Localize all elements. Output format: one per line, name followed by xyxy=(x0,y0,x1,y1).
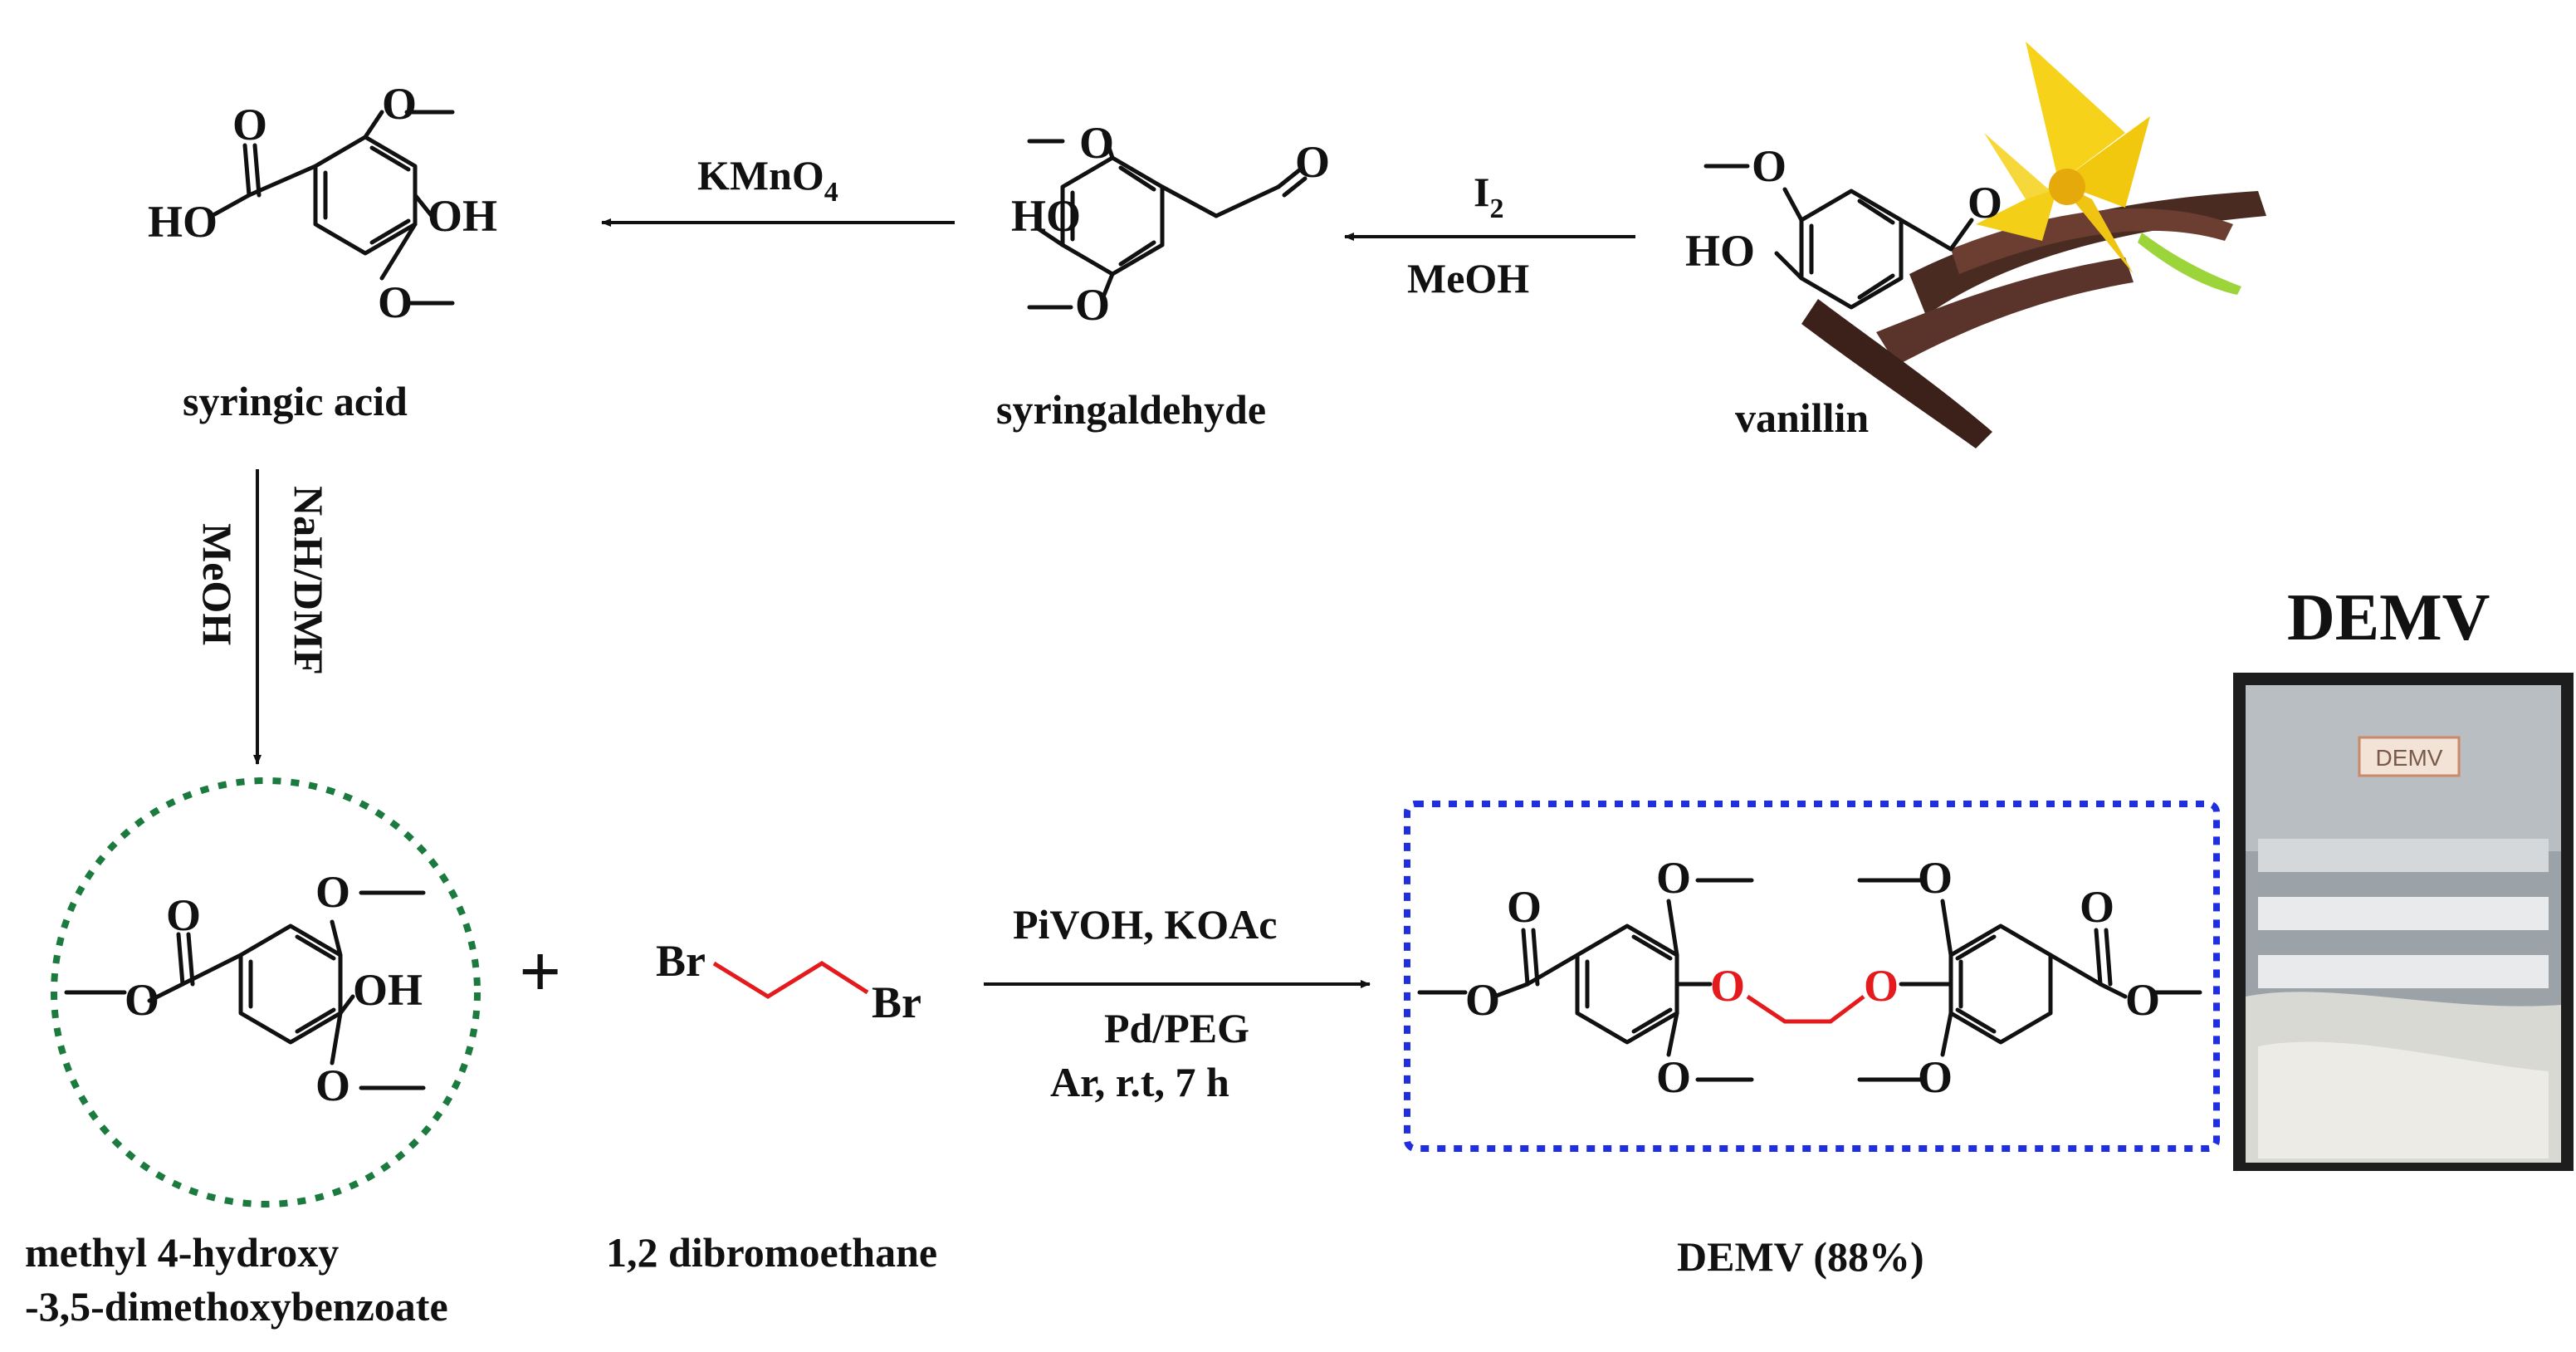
vanilla-photo xyxy=(1801,42,2266,448)
reagent-conditions: Ar, r.t, 7 h xyxy=(1050,1059,1229,1105)
reagent-meoh-vertical: MeOH xyxy=(194,523,241,645)
atom-ho: HO xyxy=(1011,191,1081,241)
atom-br: Br xyxy=(656,936,706,986)
label-syringic-acid: syringic acid xyxy=(183,378,408,424)
atom-o: O xyxy=(1295,137,1330,187)
atom-o: O xyxy=(1918,853,1953,903)
label-demv-product: DEMV (88%) xyxy=(1677,1233,1924,1280)
highlight-circle xyxy=(51,777,481,1207)
atom-o-red: O xyxy=(1710,961,1745,1011)
demv-structure: O O O O O O O O O O xyxy=(1417,853,2202,1102)
atom-o: O xyxy=(1918,1052,1953,1102)
atom-o: O xyxy=(1656,853,1691,903)
label-vanillin: vanillin xyxy=(1735,394,1869,441)
reagent-i2: I2 xyxy=(1474,169,1503,224)
reagent-pd-peg: Pd/PEG xyxy=(1104,1005,1249,1051)
syringaldehyde-structure: O O HO O xyxy=(1011,118,1330,330)
atom-o: O xyxy=(1075,280,1110,330)
atom-ho: HO xyxy=(1685,226,1755,276)
atom-o: O xyxy=(232,100,267,149)
atom-o: O xyxy=(378,277,413,327)
plus-sign: + xyxy=(519,931,561,1013)
photo-title: DEMV xyxy=(2287,581,2490,654)
label-dibromoethane: 1,2 dibromoethane xyxy=(606,1229,937,1276)
reagent-nah-dmf: NaH/DMF xyxy=(286,486,332,675)
label-methyl-ester-line2: -3,5-dimethoxybenzoate xyxy=(25,1283,448,1330)
atom-oh: OH xyxy=(428,191,497,241)
atom-o: O xyxy=(2125,975,2160,1025)
red-linker xyxy=(1746,994,1865,1024)
atom-o: O xyxy=(166,890,201,940)
atom-o: O xyxy=(382,79,417,129)
atom-br: Br xyxy=(872,977,921,1027)
atom-o: O xyxy=(315,1061,350,1110)
methyl-ester-structure: O O O OH O xyxy=(64,867,426,1110)
dibromoethane-structure: Br Br xyxy=(656,936,921,1027)
atom-ho: HO xyxy=(148,197,218,247)
demv-sample-photo: DEMV xyxy=(2233,673,2574,1171)
atom-o: O xyxy=(125,975,159,1025)
atom-o-red: O xyxy=(1864,961,1899,1011)
label-methyl-ester-line1: methyl 4-hydroxy xyxy=(25,1229,339,1276)
atom-o: O xyxy=(1967,178,2002,228)
atom-o: O xyxy=(1465,975,1500,1025)
atom-o: O xyxy=(315,867,350,917)
atom-o: O xyxy=(1752,141,1787,191)
reagent-meoh: MeOH xyxy=(1407,255,1529,301)
reagent-kmno4: KMnO4 xyxy=(697,152,838,208)
atom-o: O xyxy=(2080,882,2114,932)
syringic-acid-structure: O HO O OH O xyxy=(148,79,497,327)
reagent-pivoh-koac: PiVOH, KOAc xyxy=(1013,901,1277,948)
vanillin-structure: O O HO xyxy=(1685,141,2002,310)
product-box xyxy=(1404,801,2220,1152)
label-syringaldehyde: syringaldehyde xyxy=(996,386,1266,433)
red-ethylene-bond xyxy=(712,961,869,999)
atom-o: O xyxy=(1656,1052,1691,1102)
atom-o: O xyxy=(1507,882,1542,932)
atom-o: O xyxy=(1079,118,1114,168)
atom-oh: OH xyxy=(353,965,423,1015)
bag-label: DEMV xyxy=(2376,745,2443,771)
